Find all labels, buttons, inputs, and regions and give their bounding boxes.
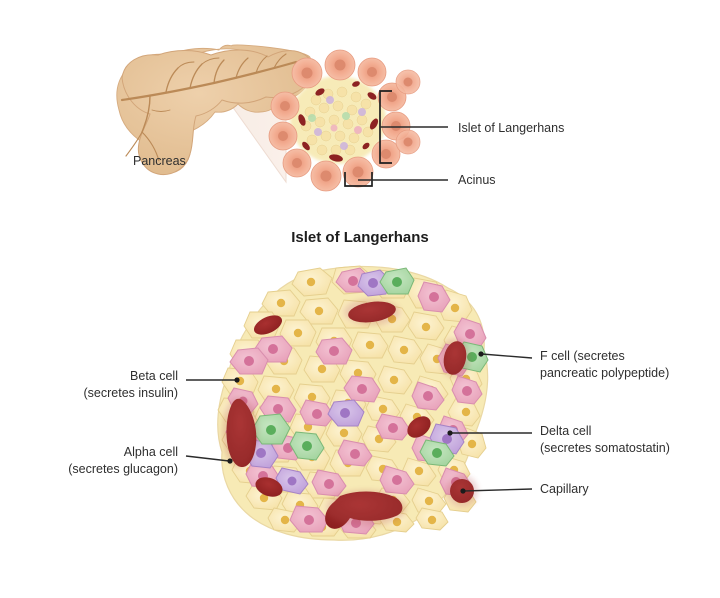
delta-cell-leader-dot — [447, 430, 453, 436]
capillary-label-line1: Capillary — [540, 482, 589, 496]
pancreas-organ: Pancreas — [116, 44, 316, 176]
delta-cell-nuclei — [256, 278, 452, 486]
pancreatic-duct — [120, 53, 298, 162]
acinus-callout-label: Acinus — [458, 173, 496, 187]
islet-callout-label: Islet of Langerhans — [458, 121, 564, 135]
beta-cell-leader-dot — [234, 377, 240, 383]
islet-cells — [217, 265, 489, 539]
f-cell-label-line2: pancreatic polypeptide) — [540, 366, 669, 380]
label-delta-cell: Delta cell (secretes somatostatin) — [447, 424, 670, 455]
main-labels: Beta cell (secretes insulin) Alpha cell … — [68, 349, 670, 496]
delta-cell-label-line2: (secretes somatostatin) — [540, 441, 670, 455]
beta-cell-label-line2: (secretes insulin) — [84, 386, 178, 400]
acini — [268, 49, 421, 192]
alpha-cell-label-line2: (secretes glucagon) — [68, 462, 178, 476]
page-title: Islet of Langerhans — [291, 229, 429, 246]
capillary-leader-dot — [460, 488, 466, 494]
delta-cell-label-line1: Delta cell — [540, 424, 591, 438]
pancreas-label: Pancreas — [133, 154, 186, 168]
mini-capillaries — [298, 81, 379, 162]
f-cell-leader-dot — [478, 351, 484, 357]
top-panel: Pancreas — [116, 44, 564, 192]
acinus-callout: Acinus — [344, 172, 496, 187]
acinus-cluster — [268, 49, 421, 192]
label-capillary: Capillary — [460, 482, 589, 496]
f-cell-label-line1: F cell (secretes — [540, 349, 625, 363]
alpha-cell-leader-dot — [227, 458, 233, 464]
islet-main-diagram — [217, 265, 489, 541]
label-alpha-cell: Alpha cell (secretes glucagon) — [68, 445, 233, 476]
beta-cell-label-line1: Beta cell — [130, 369, 178, 383]
label-f-cell: F cell (secretes pancreatic polypeptide) — [478, 349, 669, 380]
alpha-cell-label-line1: Alpha cell — [124, 445, 178, 459]
label-beta-cell: Beta cell (secretes insulin) — [84, 369, 240, 400]
islet-callout: Islet of Langerhans — [379, 90, 564, 164]
capillary-halos — [222, 299, 478, 526]
